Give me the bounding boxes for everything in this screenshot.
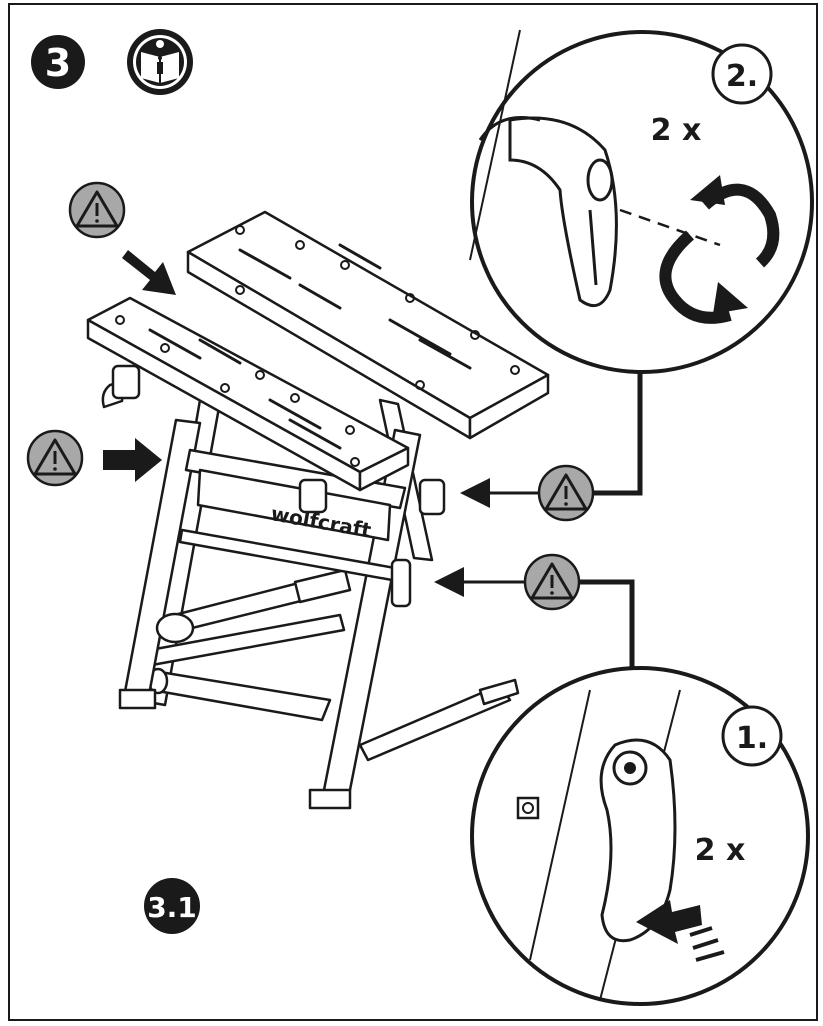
warning-icon (68, 181, 126, 239)
detail-circle-bottom: 2 x (470, 666, 810, 1006)
arrow-to-crossbar (103, 438, 162, 482)
surface-holes (115, 225, 520, 467)
sub-step-number: 3.1 (147, 891, 197, 924)
warning-icon (26, 429, 84, 487)
arrow-to-top-surface (122, 250, 176, 295)
warning-icon (523, 553, 581, 611)
detail-count: 2 x (695, 833, 746, 868)
step-label: 2. (726, 59, 758, 94)
workbench: wolfcraft (86, 210, 550, 810)
connector-line-bottom (580, 579, 635, 672)
step-number: 3 (45, 41, 71, 85)
connector-line-top (594, 370, 643, 496)
step-label: 1. (736, 721, 768, 756)
page-border (8, 3, 818, 1021)
rotate-arrows-icon (659, 175, 780, 324)
step-badge: 3 (31, 35, 85, 89)
detail-circle-top: 2 x (469, 29, 814, 374)
push-arrow-icon (636, 900, 725, 962)
read-manual-icon (127, 29, 193, 95)
sub-step-badge: 3.1 (144, 878, 200, 934)
step-label-badge: 2. (711, 43, 773, 105)
surface-details (148, 243, 472, 450)
warning-icon (537, 464, 595, 522)
detail-count: 2 x (651, 113, 702, 148)
step-label-badge: 1. (721, 705, 783, 767)
